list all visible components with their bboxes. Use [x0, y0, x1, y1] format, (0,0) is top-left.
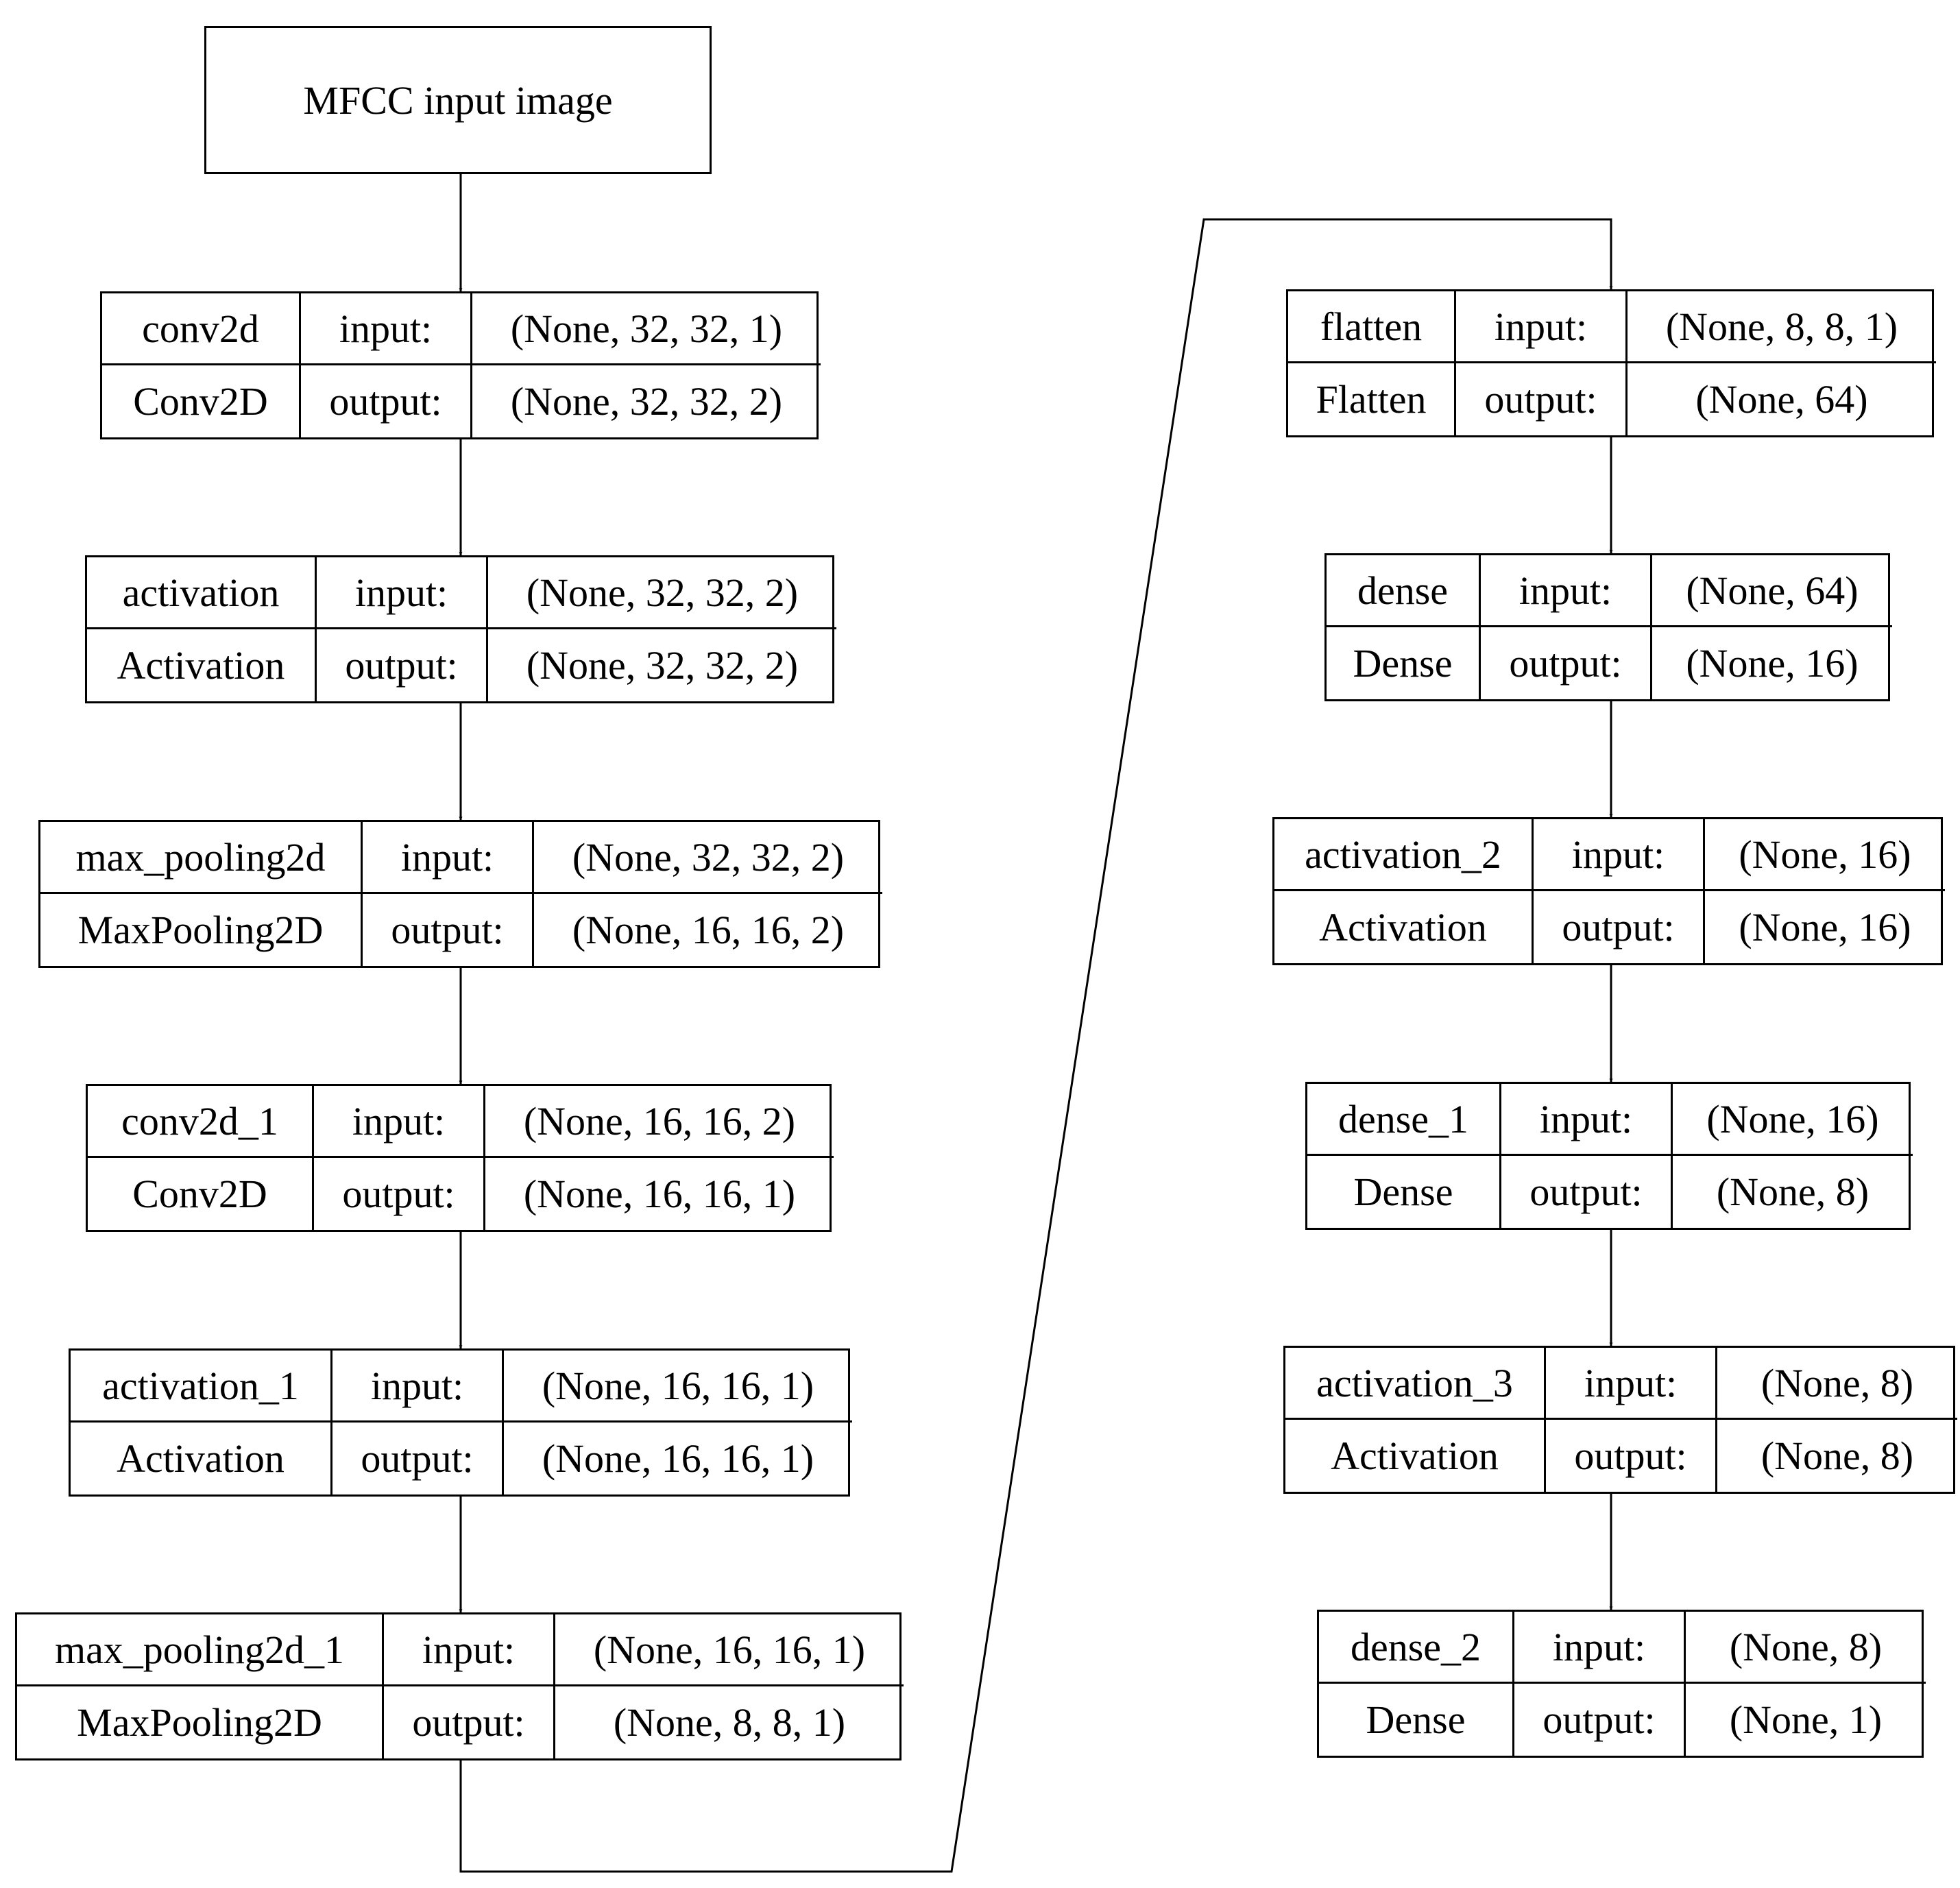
output-shape: (None, 64)	[1695, 377, 1868, 422]
layer-type: Conv2D	[88, 1158, 314, 1230]
output-shape: (None, 16)	[1739, 905, 1911, 949]
layer-name: conv2d	[102, 293, 301, 365]
layer-type: Flatten	[1288, 363, 1456, 435]
input-port-label: input:	[1456, 291, 1628, 363]
input-shape: (None, 32, 32, 1)	[472, 293, 821, 365]
input-shape: (None, 64)	[1652, 555, 1892, 627]
output-port-label: output:	[332, 1423, 504, 1494]
input-port-label: input:	[317, 557, 488, 629]
layer-name: conv2d_1	[88, 1086, 314, 1158]
layer-name: activation_2	[1274, 819, 1534, 891]
output-port-label: output:	[363, 894, 534, 966]
input-shape: (None, 32, 32, 2)	[534, 822, 882, 894]
output-port-label: output:	[1501, 1156, 1673, 1228]
output-port-label: output:	[1481, 627, 1652, 699]
input-port-label: input:	[1546, 1348, 1717, 1420]
output-port-label: output:	[317, 629, 488, 701]
layer-type: Conv2D	[102, 365, 301, 437]
input-port-label: input:	[301, 293, 472, 365]
input-node-label: MFCC input image	[303, 77, 613, 123]
layer-type: Activation	[87, 629, 317, 701]
layer-name: flatten	[1288, 291, 1456, 363]
input-port-label: input:	[1501, 1084, 1673, 1156]
layer-name: activation_3	[1285, 1348, 1546, 1420]
input-shape: (None, 8)	[1686, 1612, 1926, 1684]
layer-type: Activation	[1285, 1420, 1546, 1492]
layer-type: Dense	[1327, 627, 1481, 699]
output-shape: (None, 8, 8, 1)	[613, 1700, 846, 1745]
layer-name: max_pooling2d	[40, 822, 363, 894]
output-shape: (None, 16, 16, 2)	[572, 908, 845, 952]
input-shape: (None, 16)	[1705, 819, 1945, 891]
layer-type: Activation	[71, 1423, 332, 1494]
layer-type: Dense	[1319, 1684, 1514, 1756]
output-port-label: output:	[1514, 1684, 1686, 1756]
input-port-label: input:	[1514, 1612, 1686, 1684]
layer-type: MaxPooling2D	[17, 1686, 384, 1758]
edge-group	[459, 174, 1613, 1873]
input-port-label: input:	[1534, 819, 1705, 891]
output-port-label: output:	[314, 1158, 485, 1230]
input-shape: (None, 16, 16, 1)	[504, 1351, 852, 1423]
output-shape: (None, 32, 32, 2)	[510, 379, 783, 424]
output-shape: (None, 16)	[1686, 641, 1859, 686]
layer-name: dense_2	[1319, 1612, 1514, 1684]
input-port-label: input:	[363, 822, 534, 894]
output-shape: (None, 8)	[1716, 1170, 1870, 1214]
output-shape: (None, 16, 16, 1)	[523, 1172, 796, 1216]
input-shape: (None, 16)	[1673, 1084, 1913, 1156]
input-shape: (None, 16, 16, 2)	[485, 1086, 834, 1158]
layer-name: activation_1	[71, 1351, 332, 1423]
layer-name: dense_1	[1307, 1084, 1501, 1156]
input-port-label: input:	[332, 1351, 504, 1423]
input-shape: (None, 32, 32, 2)	[488, 557, 836, 629]
output-port-label: output:	[1456, 363, 1628, 435]
layer-name: max_pooling2d_1	[17, 1614, 384, 1686]
input-node: MFCC input image	[204, 26, 712, 174]
input-shape: (None, 16, 16, 1)	[555, 1614, 904, 1686]
layer-type: MaxPooling2D	[40, 894, 363, 966]
layer-name: dense	[1327, 555, 1481, 627]
input-port-label: input:	[1481, 555, 1652, 627]
output-shape: (None, 32, 32, 2)	[526, 643, 799, 688]
output-shape: (None, 16, 16, 1)	[542, 1436, 814, 1481]
input-port-label: input:	[384, 1614, 555, 1686]
output-port-label: output:	[1534, 891, 1705, 963]
layer-type: Activation	[1274, 891, 1534, 963]
input-port-label: input:	[314, 1086, 485, 1158]
output-shape: (None, 1)	[1729, 1697, 1883, 1742]
output-port-label: output:	[384, 1686, 555, 1758]
edge-maxpool-to-flatten	[459, 218, 1613, 1873]
layer-name: activation	[87, 557, 317, 629]
input-shape: (None, 8)	[1717, 1348, 1957, 1420]
output-port-label: output:	[1546, 1420, 1717, 1492]
layer-type: Dense	[1307, 1156, 1501, 1228]
input-shape: (None, 8, 8, 1)	[1628, 291, 1936, 363]
output-port-label: output:	[301, 365, 472, 437]
output-shape: (None, 8)	[1761, 1433, 1914, 1478]
